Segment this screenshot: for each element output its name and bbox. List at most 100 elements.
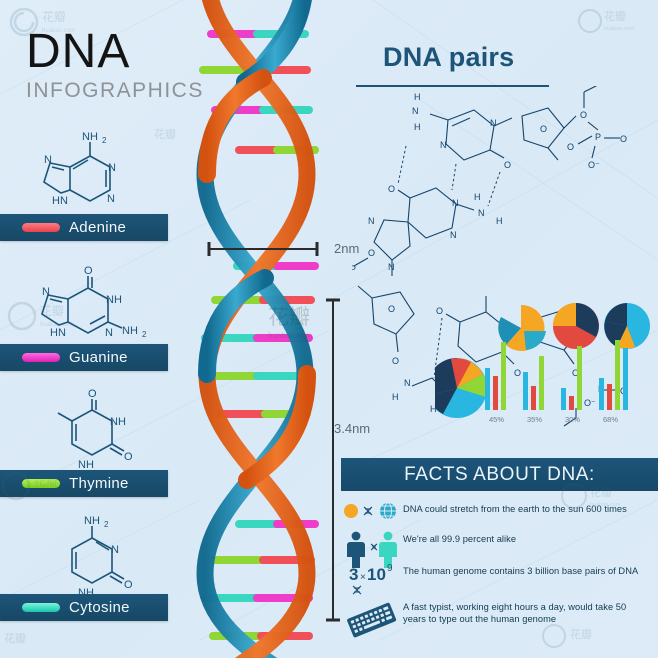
title-main: DNA (26, 25, 131, 78)
thymine-structure: O NH NH O (0, 382, 168, 471)
svg-text:O: O (567, 142, 574, 152)
fact-item-1: DNA could stretch from the earth to the … (341, 500, 658, 522)
pie-chart-2 (553, 303, 599, 349)
nucleotide-guanine: O NH N HN N NH 2 Guanine (0, 256, 168, 371)
bar-category-0: 45% (489, 415, 504, 424)
svg-text:2: 2 (142, 330, 147, 339)
cytosine-label-text: Cytosine (69, 599, 130, 616)
svg-text:O: O (540, 124, 547, 134)
nucleotide-label-guanine[interactable]: Guanine (0, 344, 168, 371)
svg-text:O⁻: O⁻ (584, 398, 596, 408)
dna-pairs-title: DNA pairs (383, 42, 515, 72)
svg-text:3: 3 (349, 565, 358, 584)
adenine-label-nh2: NH (82, 131, 98, 143)
keyboard-icon (341, 598, 403, 644)
two-people-icon (341, 530, 403, 570)
guanine-label-text: Guanine (69, 349, 128, 366)
guanine-label-o: O (84, 265, 93, 277)
adenine-label-n7: N (44, 154, 52, 166)
dna-double-helix (196, 0, 319, 658)
svg-text:N: N (478, 208, 485, 218)
thymine-label-o2: O (124, 451, 133, 463)
cytosine-color-pill (22, 603, 60, 612)
svg-text:P: P (352, 264, 356, 274)
svg-text:H: H (392, 392, 399, 402)
guanine-label-nh2: NH (122, 325, 138, 337)
svg-text:花瓣: 花瓣 (42, 9, 66, 24)
facts-header-text: FACTS ABOUT DNA: (404, 463, 595, 485)
thymine-label-o4: O (88, 388, 97, 400)
fact-text-4: A fast typist, working eight hours a day… (403, 602, 627, 624)
thymine-label-text: Thymine (69, 475, 129, 492)
measure-width-2nm-line (207, 242, 319, 256)
svg-text:花瓣: 花瓣 (604, 9, 626, 23)
sun-dna-earth-icon (341, 500, 403, 522)
adenine-molecule-icon: NH 2 N N N HN (43, 131, 116, 207)
nucleotide-adenine: NH 2 N N N HN Adenine (0, 126, 168, 241)
nucleotide-label-cytosine[interactable]: Cytosine (0, 594, 168, 621)
svg-text:H: H (430, 404, 437, 414)
svg-text:O: O (620, 134, 627, 144)
nucleotide-thymine: O NH NH O Thymine (0, 382, 168, 497)
svg-text:N: N (388, 262, 395, 272)
bar-category-3: 68% (603, 415, 618, 424)
dna-pairs-underline (356, 85, 549, 87)
thymine-label-nh1: NH (78, 459, 94, 470)
svg-text:huaban.com: huaban.com (604, 26, 635, 32)
bar-chart: 45% 35% 30% 68% (485, 340, 628, 424)
cytosine-label-o2: O (124, 579, 133, 591)
svg-text:O: O (436, 306, 443, 316)
fact-text-2: We're all 99.9 percent alike (403, 534, 517, 544)
svg-text:10: 10 (367, 565, 386, 584)
svg-text:O: O (572, 368, 579, 378)
cytosine-structure: NH 2 N NH O (0, 506, 168, 599)
title-subtitle: INFOGRAPHICS (26, 79, 204, 102)
nucleotide-cytosine: NH 2 N NH O Cytosine (0, 506, 168, 621)
svg-text:×: × (360, 572, 366, 583)
page-title: DNA INFOGRAPHICS (26, 28, 204, 102)
svg-text:O: O (580, 110, 587, 120)
pie-chart-1 (498, 304, 546, 351)
nucleotide-label-adenine[interactable]: Adenine (0, 214, 168, 241)
guanine-structure: O NH N HN N NH 2 (0, 256, 168, 344)
thymine-molecule-icon: O NH NH O (57, 388, 133, 471)
cytosine-molecule-icon: NH 2 N NH O (71, 515, 133, 599)
guanine-molecule-icon: O NH N HN N NH 2 (41, 265, 147, 339)
measure-label-2nm: 2nm (334, 241, 360, 256)
cytosine-label-n3: N (111, 544, 119, 556)
svg-text:H: H (474, 192, 481, 202)
cytosine-label-nh1: NH (78, 587, 94, 594)
svg-text:O: O (514, 368, 521, 378)
guanine-color-pill (22, 353, 60, 362)
svg-text:2: 2 (104, 520, 109, 529)
guanine-label-n7: N (42, 286, 50, 298)
svg-text:N: N (452, 198, 459, 208)
svg-text:O⁻: O⁻ (588, 160, 600, 170)
svg-text:N: N (412, 106, 419, 116)
adenine-structure: NH 2 N N N HN (0, 126, 168, 214)
facts-header-bar: FACTS ABOUT DNA: (341, 458, 658, 491)
svg-text:O: O (392, 356, 399, 366)
pie-chart-4 (435, 357, 488, 418)
svg-text:H: H (496, 216, 503, 226)
svg-text:N: N (404, 378, 411, 388)
fact-item-4: A fast typist, working eight hours a day… (341, 598, 658, 644)
fact-item-3: 3 × 10 9 The human genome contains 3 bil… (341, 562, 658, 596)
guanine-label-nh: NH (106, 294, 122, 306)
guanine-label-n3: N (105, 327, 113, 339)
adenine-label-hn9: HN (52, 195, 68, 207)
svg-text:P: P (595, 132, 601, 142)
svg-text:9: 9 (387, 563, 393, 574)
svg-text:N: N (450, 230, 457, 240)
svg-text:O: O (388, 184, 395, 194)
three-billion-icon: 3 × 10 9 (341, 562, 403, 596)
measure-pitch-3-4nm-line (326, 298, 340, 622)
guanine-label-hn9: HN (50, 327, 66, 339)
bar-category-1: 35% (527, 415, 542, 424)
measure-label-3-4nm: 3.4nm (334, 421, 371, 436)
svg-text:N: N (440, 140, 447, 150)
pie-chart-3 (604, 303, 650, 349)
nucleotide-label-thymine[interactable]: Thymine (0, 470, 168, 497)
svg-text:O: O (388, 304, 395, 314)
